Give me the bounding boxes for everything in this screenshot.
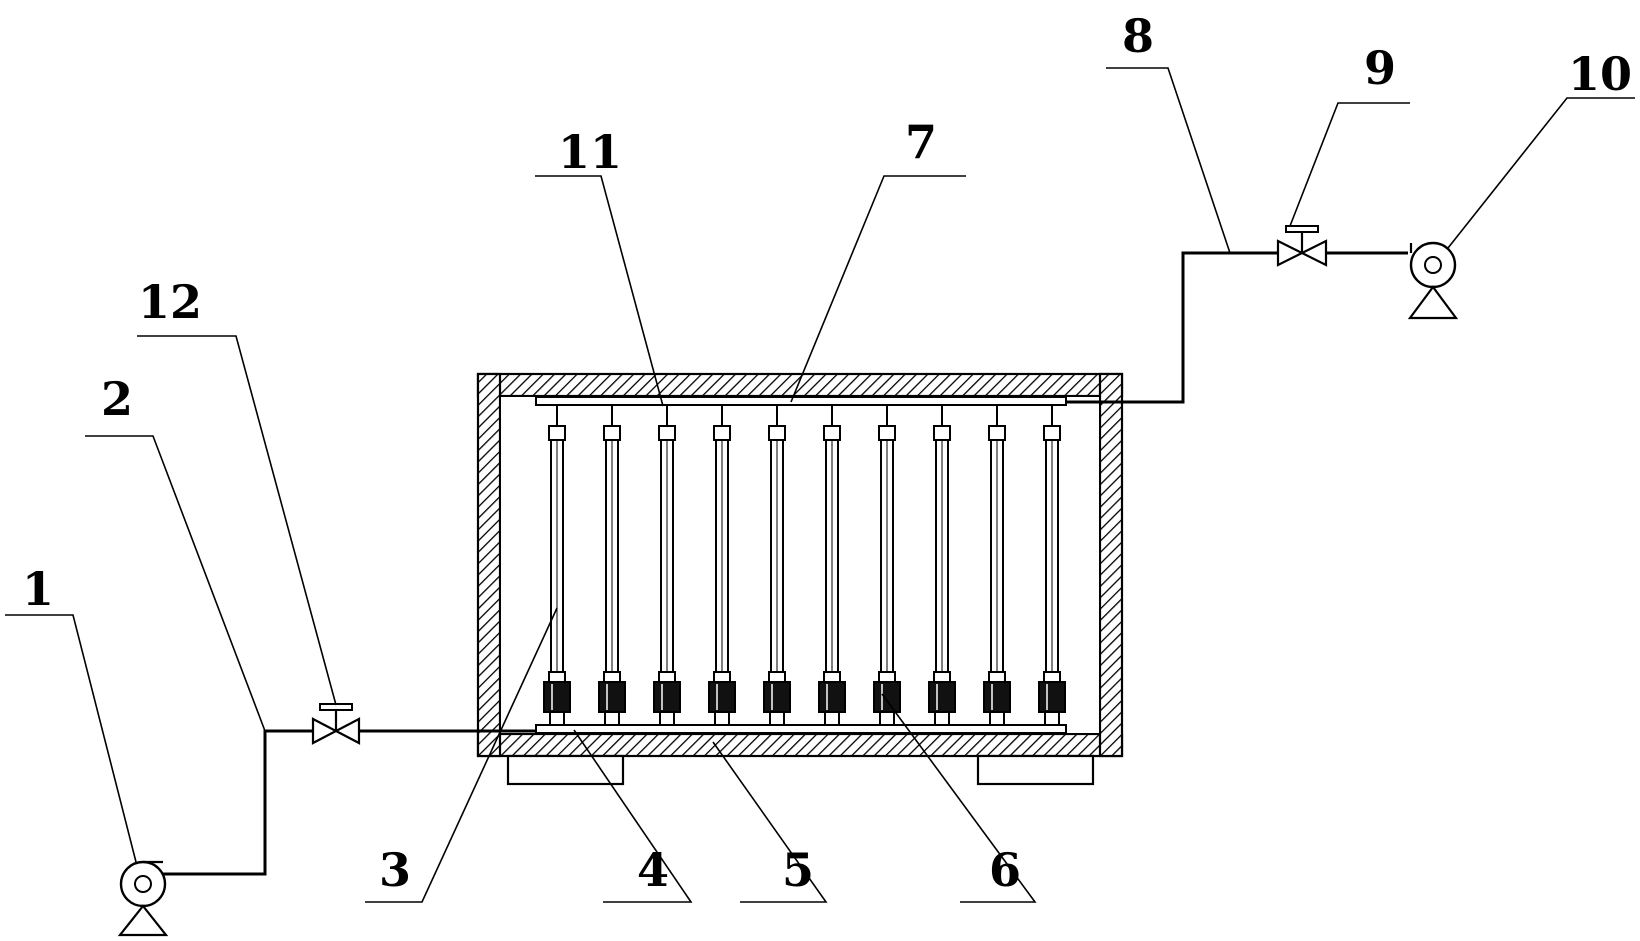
- tube-fitting: [763, 681, 791, 713]
- tube: [818, 405, 846, 726]
- tube: [1038, 405, 1066, 726]
- label-6: 6: [989, 843, 1021, 897]
- tube: [983, 405, 1011, 726]
- label-1: 1: [22, 562, 54, 616]
- chamber: [476, 372, 1124, 786]
- label-5: 5: [782, 843, 814, 897]
- tube-top-connector: [603, 425, 621, 441]
- label-11: 11: [558, 125, 622, 179]
- tube-bottom-connector: [989, 711, 1005, 726]
- chamber-left-wall: [476, 372, 502, 758]
- tube-bottom-connector: [604, 711, 620, 726]
- tube: [653, 405, 681, 726]
- tube-top-connector: [988, 425, 1006, 441]
- tube-fitting: [598, 681, 626, 713]
- support-foot-right: [976, 754, 1095, 786]
- bottom-manifold: [535, 724, 1067, 734]
- label-10: 10: [1568, 47, 1632, 101]
- label-4: 4: [637, 843, 669, 897]
- labels: 1 2 12 3 4 5 6 7 11 8 9 10: [22, 9, 1632, 897]
- tube-top-connector: [878, 425, 896, 441]
- label-9: 9: [1364, 41, 1396, 95]
- leader-lines: [5, 67, 1635, 903]
- label-12: 12: [138, 275, 202, 329]
- tube-bottom-connector: [1044, 711, 1060, 726]
- tube: [598, 405, 626, 726]
- outlet-pump: [1407, 241, 1459, 320]
- chamber-top-wall: [476, 372, 1124, 398]
- label-2: 2: [101, 372, 133, 426]
- tube-fitting: [873, 681, 901, 713]
- chamber-right-wall: [1098, 372, 1124, 758]
- tube-array: [543, 405, 1066, 726]
- top-manifold: [535, 396, 1067, 406]
- tube: [708, 405, 736, 726]
- tube: [763, 405, 791, 726]
- tube-bottom-connector: [879, 711, 895, 726]
- tube-bottom-connector: [824, 711, 840, 726]
- tube-bottom-connector: [769, 711, 785, 726]
- label-3: 3: [379, 843, 411, 897]
- tube: [543, 405, 571, 726]
- outlet-valve: [1276, 225, 1328, 267]
- tube-top-connector: [658, 425, 676, 441]
- tube: [873, 405, 901, 726]
- tube-top-connector: [1043, 425, 1061, 441]
- tube-fitting: [708, 681, 736, 713]
- tube-top-connector: [713, 425, 731, 441]
- tube-fitting: [983, 681, 1011, 713]
- tube-fitting: [1038, 681, 1066, 713]
- tube-bottom-connector: [659, 711, 675, 726]
- tube-top-connector: [933, 425, 951, 441]
- tube-bottom-connector: [934, 711, 950, 726]
- outlet-piping: [1066, 251, 1408, 404]
- chamber-bottom-wall: [476, 732, 1124, 758]
- support-foot-left: [506, 754, 625, 786]
- tube-bottom-connector: [714, 711, 730, 726]
- inlet-piping: [158, 729, 536, 876]
- tube-fitting: [928, 681, 956, 713]
- tube-fitting: [818, 681, 846, 713]
- tube-top-connector: [548, 425, 566, 441]
- tube-fitting: [653, 681, 681, 713]
- tube-bottom-connector: [549, 711, 565, 726]
- inlet-valve: [311, 703, 361, 745]
- tube-top-connector: [768, 425, 786, 441]
- label-8: 8: [1122, 9, 1154, 63]
- tube: [928, 405, 956, 726]
- inlet-pump: [117, 860, 169, 937]
- label-7: 7: [905, 115, 937, 169]
- tube-top-connector: [823, 425, 841, 441]
- tube-fitting: [543, 681, 571, 713]
